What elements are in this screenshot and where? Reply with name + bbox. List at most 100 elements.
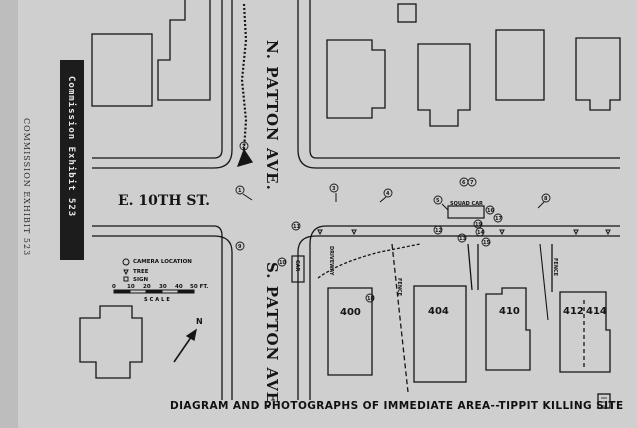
trail-mark — [240, 3, 248, 151]
camera-13 — [457, 233, 467, 243]
n-patton-east-curb — [297, 0, 620, 169]
house-412-414-outline — [559, 291, 611, 373]
walk-path — [317, 243, 421, 279]
house-number-414: 414 — [586, 306, 607, 317]
house-404-outline — [413, 285, 467, 383]
tree-markers — [317, 229, 611, 236]
camera-number-10: 10 — [279, 260, 286, 266]
n-patton-west-sidewalk — [92, 0, 223, 159]
camera-18 — [365, 293, 375, 303]
building-ne-1 — [326, 39, 386, 119]
camera-number-18: 18 — [367, 296, 374, 302]
arrow-trail-head — [236, 148, 254, 167]
camera-number-1: 1 — [238, 188, 242, 194]
camera-direction-arrows — [242, 193, 545, 211]
driveway-label: DRIVEWAY — [328, 246, 334, 276]
fence-line-3 — [467, 243, 473, 291]
exhibit-label: Commission Exhibit 523 — [66, 76, 76, 218]
house-number-410: 410 — [499, 306, 520, 317]
house-number-412: 412 — [563, 306, 584, 317]
camera-number-8: 8 — [544, 196, 548, 202]
camera-9 — [235, 241, 245, 251]
seal-box — [597, 393, 611, 409]
fence-label-1: FENCE — [396, 278, 402, 297]
legend-camera-label: CAMERA LOCATION — [133, 259, 192, 265]
car-label: CAR — [294, 260, 300, 272]
camera-number-7: 7 — [470, 180, 474, 186]
scale-tick-0: 0 — [112, 284, 116, 290]
exhibit-strip — [60, 60, 84, 260]
scale-tick-50: 50 FT. — [190, 284, 209, 290]
scale-tick-40: 40 — [175, 284, 183, 290]
camera-4 — [383, 188, 393, 198]
side-caption: COMMISSION EXHIBIT 523 — [22, 118, 31, 257]
camera-17 — [493, 213, 503, 223]
camera-number-14: 14 — [477, 230, 484, 236]
building-ne-3 — [495, 29, 545, 101]
camera-7 — [467, 177, 477, 187]
camera-number-12: 12 — [435, 228, 442, 234]
legend-glyphs — [122, 258, 130, 282]
camera-number-4: 4 — [386, 191, 390, 197]
building-sw — [79, 305, 143, 379]
camera-number-6: 6 — [462, 180, 466, 186]
building-nw-1 — [91, 33, 153, 107]
scale-tick-20: 20 — [143, 284, 151, 290]
camera-number-19: 19 — [475, 222, 482, 228]
scale-tick-10: 10 — [127, 284, 135, 290]
squad-car-label: SQUAD CAR — [450, 201, 483, 207]
fence-line-2 — [539, 243, 549, 321]
n-patton-west-curb — [92, 0, 233, 169]
house-400-outline — [327, 287, 373, 376]
house-number-400: 400 — [340, 307, 361, 318]
camera-number-2: 2 — [242, 144, 246, 150]
camera-number-16: 16 — [487, 208, 494, 214]
camera-11 — [291, 221, 301, 231]
building-ne-top — [397, 3, 417, 23]
camera-number-5: 5 — [436, 198, 440, 204]
camera-2 — [239, 141, 249, 151]
camera-10 — [277, 257, 287, 267]
street-label-n-patton: N. PATTON AVE. — [263, 40, 281, 191]
camera-12 — [433, 225, 443, 235]
street-label-s-patton: S. PATTON AVE. — [263, 262, 281, 411]
scale-bar — [113, 289, 195, 294]
fence-label-2: FENCE — [552, 258, 558, 277]
camera-number-9: 9 — [238, 244, 242, 250]
squad-car-shape — [447, 205, 485, 219]
camera-16 — [485, 205, 495, 215]
camera-markers — [235, 141, 551, 303]
camera-number-13: 13 — [459, 236, 466, 242]
camera-number-3: 3 — [332, 186, 336, 192]
camera-15 — [481, 237, 491, 247]
n-patton-east-sidewalk — [309, 0, 620, 159]
tenth-south-curb-east — [297, 235, 620, 400]
camera-number-15: 15 — [483, 240, 490, 246]
north-arrow-head — [185, 328, 197, 342]
camera-14 — [475, 227, 485, 237]
scale-word: SCALE — [144, 297, 172, 303]
camera-8 — [541, 193, 551, 203]
camera-number-11: 11 — [293, 224, 300, 230]
tenth-south-sidewalk-east — [309, 225, 620, 400]
building-ne-2 — [417, 43, 471, 127]
scale-tick-30: 30 — [159, 284, 167, 290]
camera-19 — [473, 219, 483, 229]
house-number-404: 404 — [428, 306, 449, 317]
building-ne-4 — [575, 37, 621, 111]
building-nw-2 — [157, 0, 211, 101]
legend-tree-label: TREE — [133, 269, 149, 275]
camera-5 — [433, 195, 443, 205]
map-title: DIAGRAM AND PHOTOGRAPHS OF IMMEDIATE ARE… — [170, 400, 624, 412]
house-410-outline — [485, 287, 531, 371]
car-shape — [291, 255, 305, 283]
tenth-south-sidewalk-west — [92, 225, 223, 400]
legend-sign-label: SIGN — [133, 277, 149, 283]
street-label-tenth: E. 10TH ST. — [118, 193, 211, 209]
tenth-south-curb-west — [92, 235, 233, 400]
camera-3 — [329, 183, 339, 193]
camera-number-17: 17 — [495, 216, 502, 222]
svg-text:N: N — [196, 317, 203, 326]
